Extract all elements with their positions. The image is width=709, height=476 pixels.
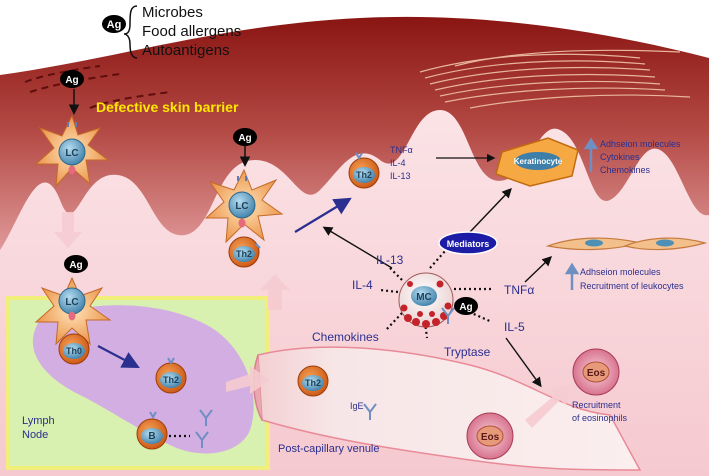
th2-label-venule: Th2: [305, 378, 321, 388]
b-label: B: [148, 431, 155, 442]
lc-label-2: LC: [235, 201, 248, 212]
eosinophil-2: [466, 412, 514, 460]
antibody-icons: [149, 152, 377, 448]
mast-cell-arrows: [322, 187, 553, 388]
mediators-badge: [438, 231, 498, 255]
mediators-label: Mediators: [447, 239, 490, 249]
langerhans-cell-2: [204, 168, 284, 244]
eos-label-1: Eos: [587, 368, 606, 379]
antigen-item-food: Food allergens: [142, 23, 241, 40]
ag-badge-label: Ag: [107, 19, 122, 31]
th0-label: Th0: [66, 346, 82, 356]
th2-cell-node: [155, 362, 187, 394]
lymph-label-1: Lymph: [22, 415, 55, 427]
ag-label-4: Ag: [459, 302, 472, 313]
th2-cytokine-il4: IL-4: [390, 158, 406, 168]
mast-cell: [398, 272, 455, 328]
langerhans-cell-1: [34, 114, 110, 188]
lc-label-1: LC: [65, 148, 78, 159]
endothelial-effect-1: Adhseion molecules: [580, 267, 661, 277]
th2-cytokine-tnf: TNFα: [390, 145, 413, 155]
tnf-label: TNFα: [504, 283, 534, 297]
b-cell: [136, 418, 168, 450]
post-capillary-venule: [257, 346, 642, 471]
th2-label-node: Th2: [163, 375, 179, 385]
th2-cell-venule: [297, 365, 329, 397]
eos-recruit-2: of eosinophils: [572, 413, 628, 423]
ag-label-3: Ag: [69, 260, 82, 271]
th2-label-skin-1: Th2: [356, 170, 372, 180]
il4-label: IL-4: [352, 278, 373, 292]
th2-cell-skin-2: [228, 236, 260, 268]
barrier-gaps: [24, 65, 171, 109]
keratinocyte-label: Keratinocyte: [514, 157, 563, 166]
keratinocyte: [495, 137, 579, 187]
ag-label-1: Ag: [65, 75, 78, 86]
upregulation-arrows: [564, 137, 599, 290]
antigen-item-microbes: Microbes: [142, 4, 203, 21]
endothelial-cells: [545, 237, 708, 251]
barrier-label: Defective skin barrier: [96, 99, 239, 115]
langerhans-cell-3: [34, 276, 112, 346]
keratinocyte-effect-2: Cytokines: [600, 152, 640, 162]
keratinocyte-effect-1: Adhseion molecules: [600, 139, 681, 149]
antigen-item-auto: Autoantigens: [142, 42, 230, 59]
migration-arrows: [54, 212, 570, 428]
keratinocyte-effect-3: Chemokines: [600, 165, 651, 175]
th0-cell: [58, 333, 90, 365]
eosinophil-1: [572, 348, 620, 396]
lymph-label-2: Node: [22, 429, 48, 441]
ige-label: IgE: [350, 401, 364, 411]
th2-cell-skin-1: [348, 157, 380, 189]
ag-badges: [60, 15, 478, 315]
corneocyte-streaks: [419, 49, 691, 109]
il5-label: IL-5: [504, 320, 525, 334]
th2-label-skin-2: Th2: [236, 249, 252, 259]
tryptase-label: Tryptase: [444, 345, 491, 359]
eos-recruit-1: Recruitment: [572, 400, 621, 410]
il13-label: IL-13: [376, 253, 404, 267]
chemokines-label: Chemokines: [312, 330, 379, 344]
endothelial-effect-2: Recruitment of leukocytes: [580, 281, 684, 291]
venule-label: Post-capillary venule: [278, 443, 380, 455]
eos-label-2: Eos: [481, 432, 500, 443]
ag-label-2: Ag: [238, 133, 251, 144]
lc-label-3: LC: [65, 297, 78, 308]
mc-label: MC: [416, 292, 432, 303]
th2-cytokine-il13: IL-13: [390, 171, 411, 181]
